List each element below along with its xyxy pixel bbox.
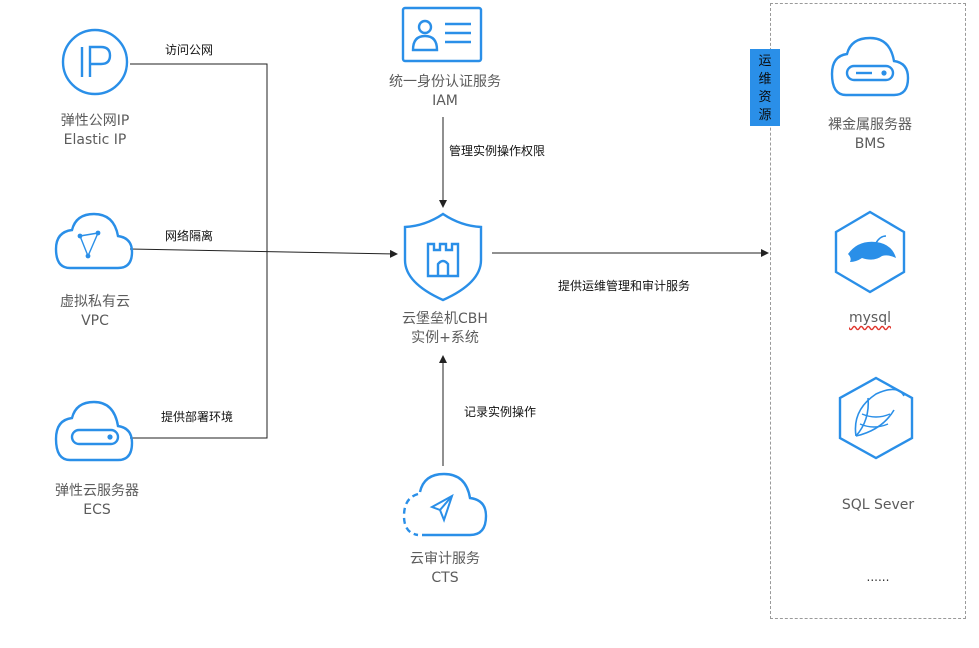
iam-identity-card-icon — [401, 6, 483, 63]
ecs-label: 弹性云服务器 ECS — [30, 482, 164, 520]
iam-label: 统一身份认证服务 IAM — [370, 73, 520, 111]
edge-label-vpc: 网络隔离 — [165, 229, 214, 243]
cts-audit-cloud-icon — [402, 472, 488, 537]
cts-name: 云审计服务 — [410, 551, 480, 567]
eip-name: 弹性公网IP — [60, 113, 130, 129]
edge-label-eip: 访问公网 — [165, 43, 214, 57]
iam-name: 统一身份认证服务 — [389, 74, 501, 90]
cbh-sub: 实例+系统 — [411, 330, 479, 346]
eip-sub: Elastic IP — [63, 132, 127, 148]
tag-char: 资 — [758, 90, 772, 105]
sqlserver-label: SQL Sever — [808, 496, 948, 515]
ecs-cloud-server-icon — [54, 400, 134, 462]
cts-sub: CTS — [431, 570, 459, 586]
cts-label: 云审计服务 CTS — [370, 550, 520, 588]
mysql-label: mysql — [800, 309, 940, 328]
vpc-sub: VPC — [81, 313, 109, 329]
sqlserver-name: SQL Sever — [841, 497, 915, 513]
more-name: ...... — [866, 570, 890, 584]
ecs-name: 弹性云服务器 — [55, 483, 139, 499]
more-resources-label: ...... — [808, 568, 948, 587]
eip-label: 弹性公网IP Elastic IP — [30, 112, 160, 150]
cbh-shield-castle-icon — [403, 212, 483, 302]
bms-sub: BMS — [854, 136, 886, 152]
sqlserver-icon — [838, 376, 914, 460]
tag-char: 运 — [758, 54, 772, 69]
edge-label-cts: 记录实例操作 — [464, 405, 537, 419]
edge-vpc-cbh — [129, 248, 398, 258]
elastic-ip-icon — [61, 28, 129, 96]
connector-lines — [129, 63, 769, 466]
edge-label-iam: 管理实例操作权限 — [449, 144, 546, 158]
ops-resources-container — [770, 3, 966, 619]
edge-label-cbh: 提供运维管理和审计服务 — [558, 279, 691, 293]
tag-char: 源 — [758, 108, 772, 123]
edge-label-ecs: 提供部署环境 — [161, 410, 234, 424]
edge-ecs-cbh — [130, 253, 268, 439]
vpc-label: 虚拟私有云 VPC — [30, 293, 160, 331]
bms-cloud-server-icon — [830, 36, 910, 97]
iam-sub: IAM — [432, 93, 458, 109]
vpc-name: 虚拟私有云 — [60, 294, 130, 310]
ecs-sub: ECS — [83, 502, 111, 518]
cbh-name: 云堡垒机CBH — [402, 311, 488, 327]
ops-resources-tag: 运 维 资 源 — [750, 49, 780, 126]
mysql-dolphin-icon — [834, 210, 906, 294]
vpc-cloud-icon — [54, 212, 134, 270]
bms-label: 裸金属服务器 BMS — [800, 116, 940, 154]
tag-char: 维 — [758, 72, 772, 87]
edge-eip-cbh — [130, 63, 268, 253]
mysql-name: mysql — [849, 310, 891, 326]
cbh-label: 云堡垒机CBH 实例+系统 — [370, 310, 520, 348]
bms-name: 裸金属服务器 — [828, 117, 912, 133]
